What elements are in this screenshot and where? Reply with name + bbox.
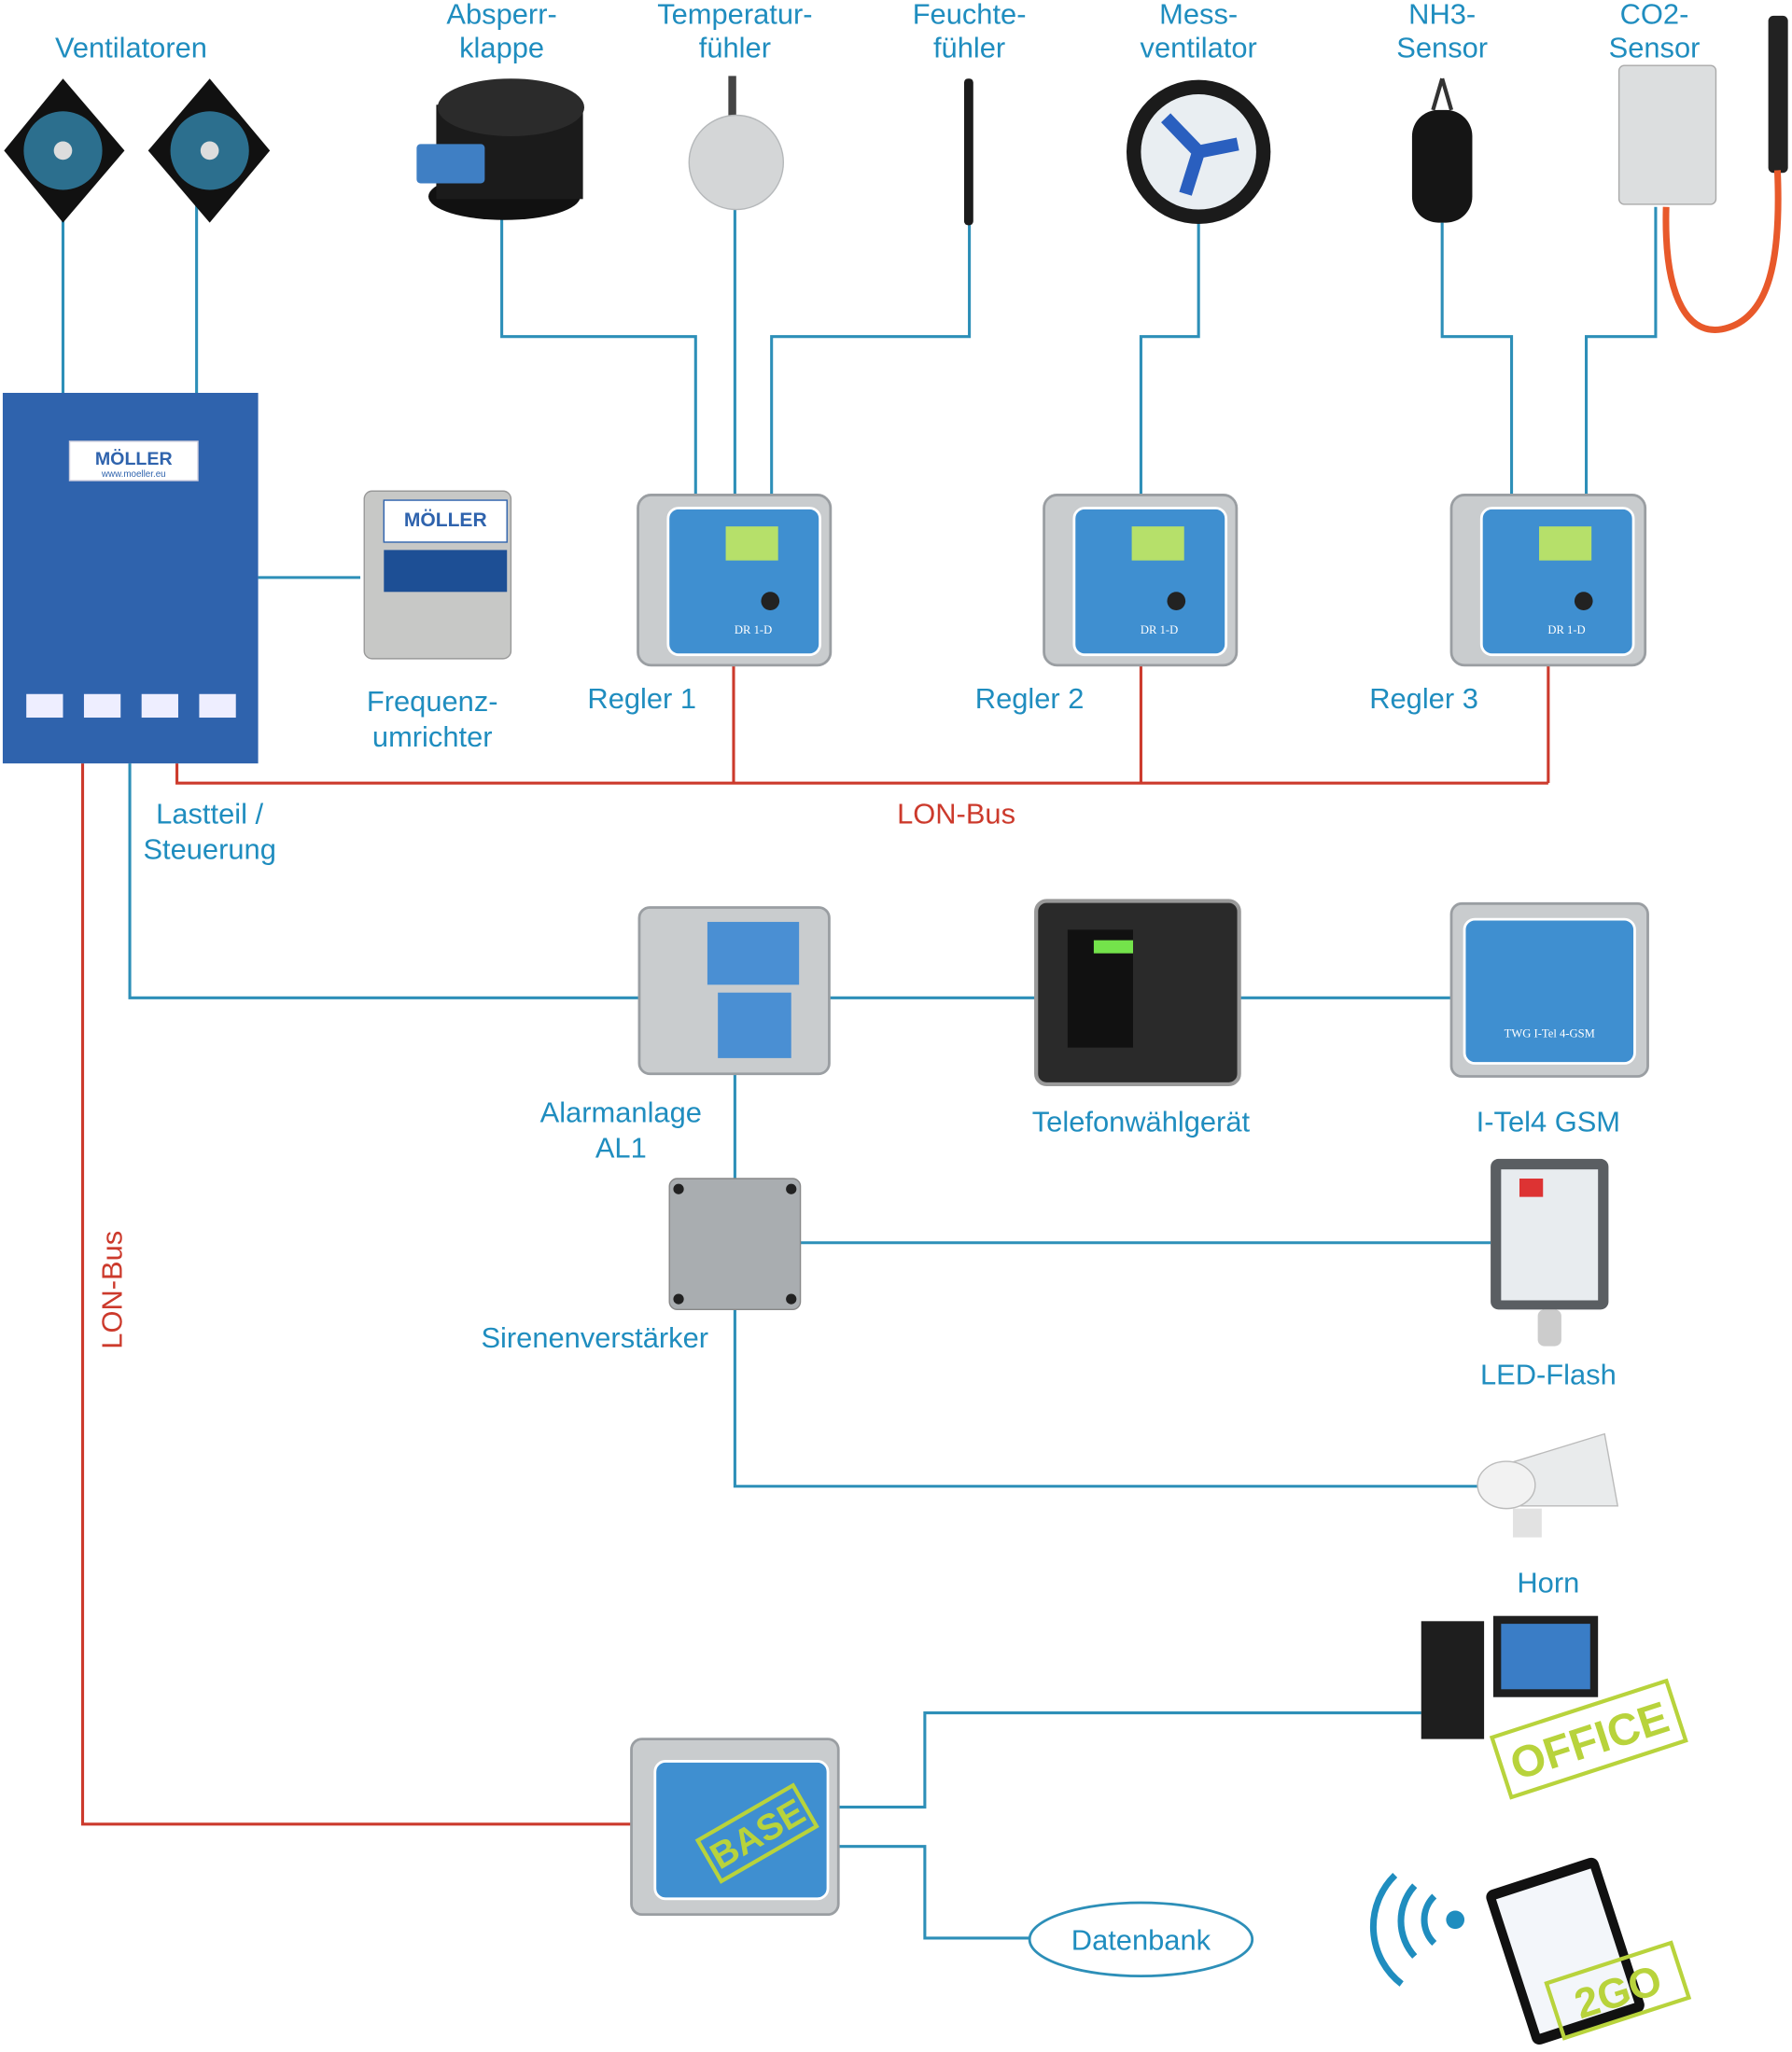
temperature-label-1: Temperatur- — [657, 0, 812, 30]
cabinet-url: www.moeller.eu — [101, 469, 166, 480]
lon-bus-label: LON-Bus — [897, 798, 1015, 831]
measuring-fan-label-2: ventilator — [1141, 32, 1257, 64]
phone-dialer-label: Telefonwählgerät — [1032, 1105, 1251, 1138]
gsm-label: I-Tel4 GSM — [1477, 1105, 1620, 1138]
fans-label: Ventilatoren — [55, 32, 207, 64]
nh3-label-2: Sensor — [1396, 32, 1488, 64]
horn-icon[interactable] — [1477, 1432, 1619, 1538]
damper-label-1: Absperr- — [446, 0, 556, 30]
measuring-fan-label-1: Mess- — [1159, 0, 1238, 30]
siren-amplifier[interactable] — [668, 1178, 802, 1311]
sensor-connections — [61, 196, 1658, 1940]
tablet-2go[interactable]: 2GO — [1484, 1856, 1692, 2047]
controller-2-label: Regler 2 — [975, 682, 1085, 715]
temperature-label-2: fühler — [699, 32, 771, 64]
humidity-label-2: fühler — [933, 32, 1005, 64]
measuring-fan-icon — [1126, 79, 1271, 224]
damper-icon — [416, 78, 585, 220]
database-label: Datenbank — [1071, 1924, 1211, 1957]
controller-1-label: Regler 1 — [587, 682, 696, 715]
led-flash[interactable] — [1491, 1158, 1609, 1347]
cabinet-label-1: Lastteil / — [156, 798, 263, 831]
fan-icon — [147, 78, 271, 223]
alarm-label-2: AL1 — [595, 1132, 647, 1165]
horn-label: Horn — [1517, 1566, 1579, 1598]
temperature-sensor-icon — [688, 76, 785, 211]
gsm-dialer[interactable]: TWG I-Tel 4-GSM — [1449, 901, 1649, 1078]
inverter-label-1: Frequenz- — [367, 685, 498, 718]
phone-dialer[interactable] — [1034, 899, 1241, 1087]
cabinet-brand: MÖLLER — [95, 448, 173, 469]
database[interactable]: Datenbank — [1028, 1901, 1254, 1978]
controller-3[interactable]: DR 1-D — [1449, 494, 1647, 667]
gsm-model: TWG I-Tel 4-GSM — [1505, 1026, 1595, 1040]
alarm-label-1: Alarmanlage — [540, 1096, 702, 1129]
controller-model: DR 1-D — [1141, 623, 1178, 636]
damper-label-2: klappe — [459, 32, 544, 64]
co2-label-2: Sensor — [1609, 32, 1701, 64]
controller-model: DR 1-D — [735, 623, 772, 636]
lon-bus-lines — [80, 664, 1550, 1826]
control-cabinet[interactable]: MÖLLER www.moeller.eu — [2, 392, 259, 764]
controller-3-label: Regler 3 — [1369, 682, 1478, 715]
fan-icon — [4, 78, 125, 223]
sensor-labels: Absperr- klappe Temperatur- fühler Feuch… — [446, 0, 1700, 64]
siren-label: Sirenenverstärker — [481, 1321, 708, 1354]
nh3-label-1: NH3- — [1408, 0, 1476, 30]
lon-bus-label-vertical: LON-Bus — [96, 1231, 129, 1349]
led-flash-label: LED-Flash — [1480, 1358, 1617, 1390]
inverter-brand: MÖLLER — [404, 510, 487, 531]
co2-sensor-icon — [1617, 15, 1788, 333]
office-pc[interactable]: OFFICE — [1421, 1615, 1688, 1800]
humidity-label-1: Feuchte- — [913, 0, 1027, 30]
wifi-icon — [1369, 1873, 1465, 1987]
alarm-system[interactable] — [637, 906, 831, 1076]
controller-model: DR 1-D — [1547, 623, 1585, 636]
co2-label-1: CO2- — [1620, 0, 1689, 30]
nh3-sensor-icon — [1411, 77, 1473, 223]
humidity-sensor-icon — [963, 78, 973, 226]
controller-2[interactable]: DR 1-D — [1043, 494, 1239, 667]
base-unit[interactable]: BASE — [630, 1738, 840, 1917]
controller-1[interactable]: DR 1-D — [637, 494, 833, 667]
cabinet-label-2: Steuerung — [143, 833, 275, 866]
inverter-label-2: umrichter — [372, 720, 493, 753]
frequency-inverter[interactable]: MÖLLER — [363, 490, 512, 660]
